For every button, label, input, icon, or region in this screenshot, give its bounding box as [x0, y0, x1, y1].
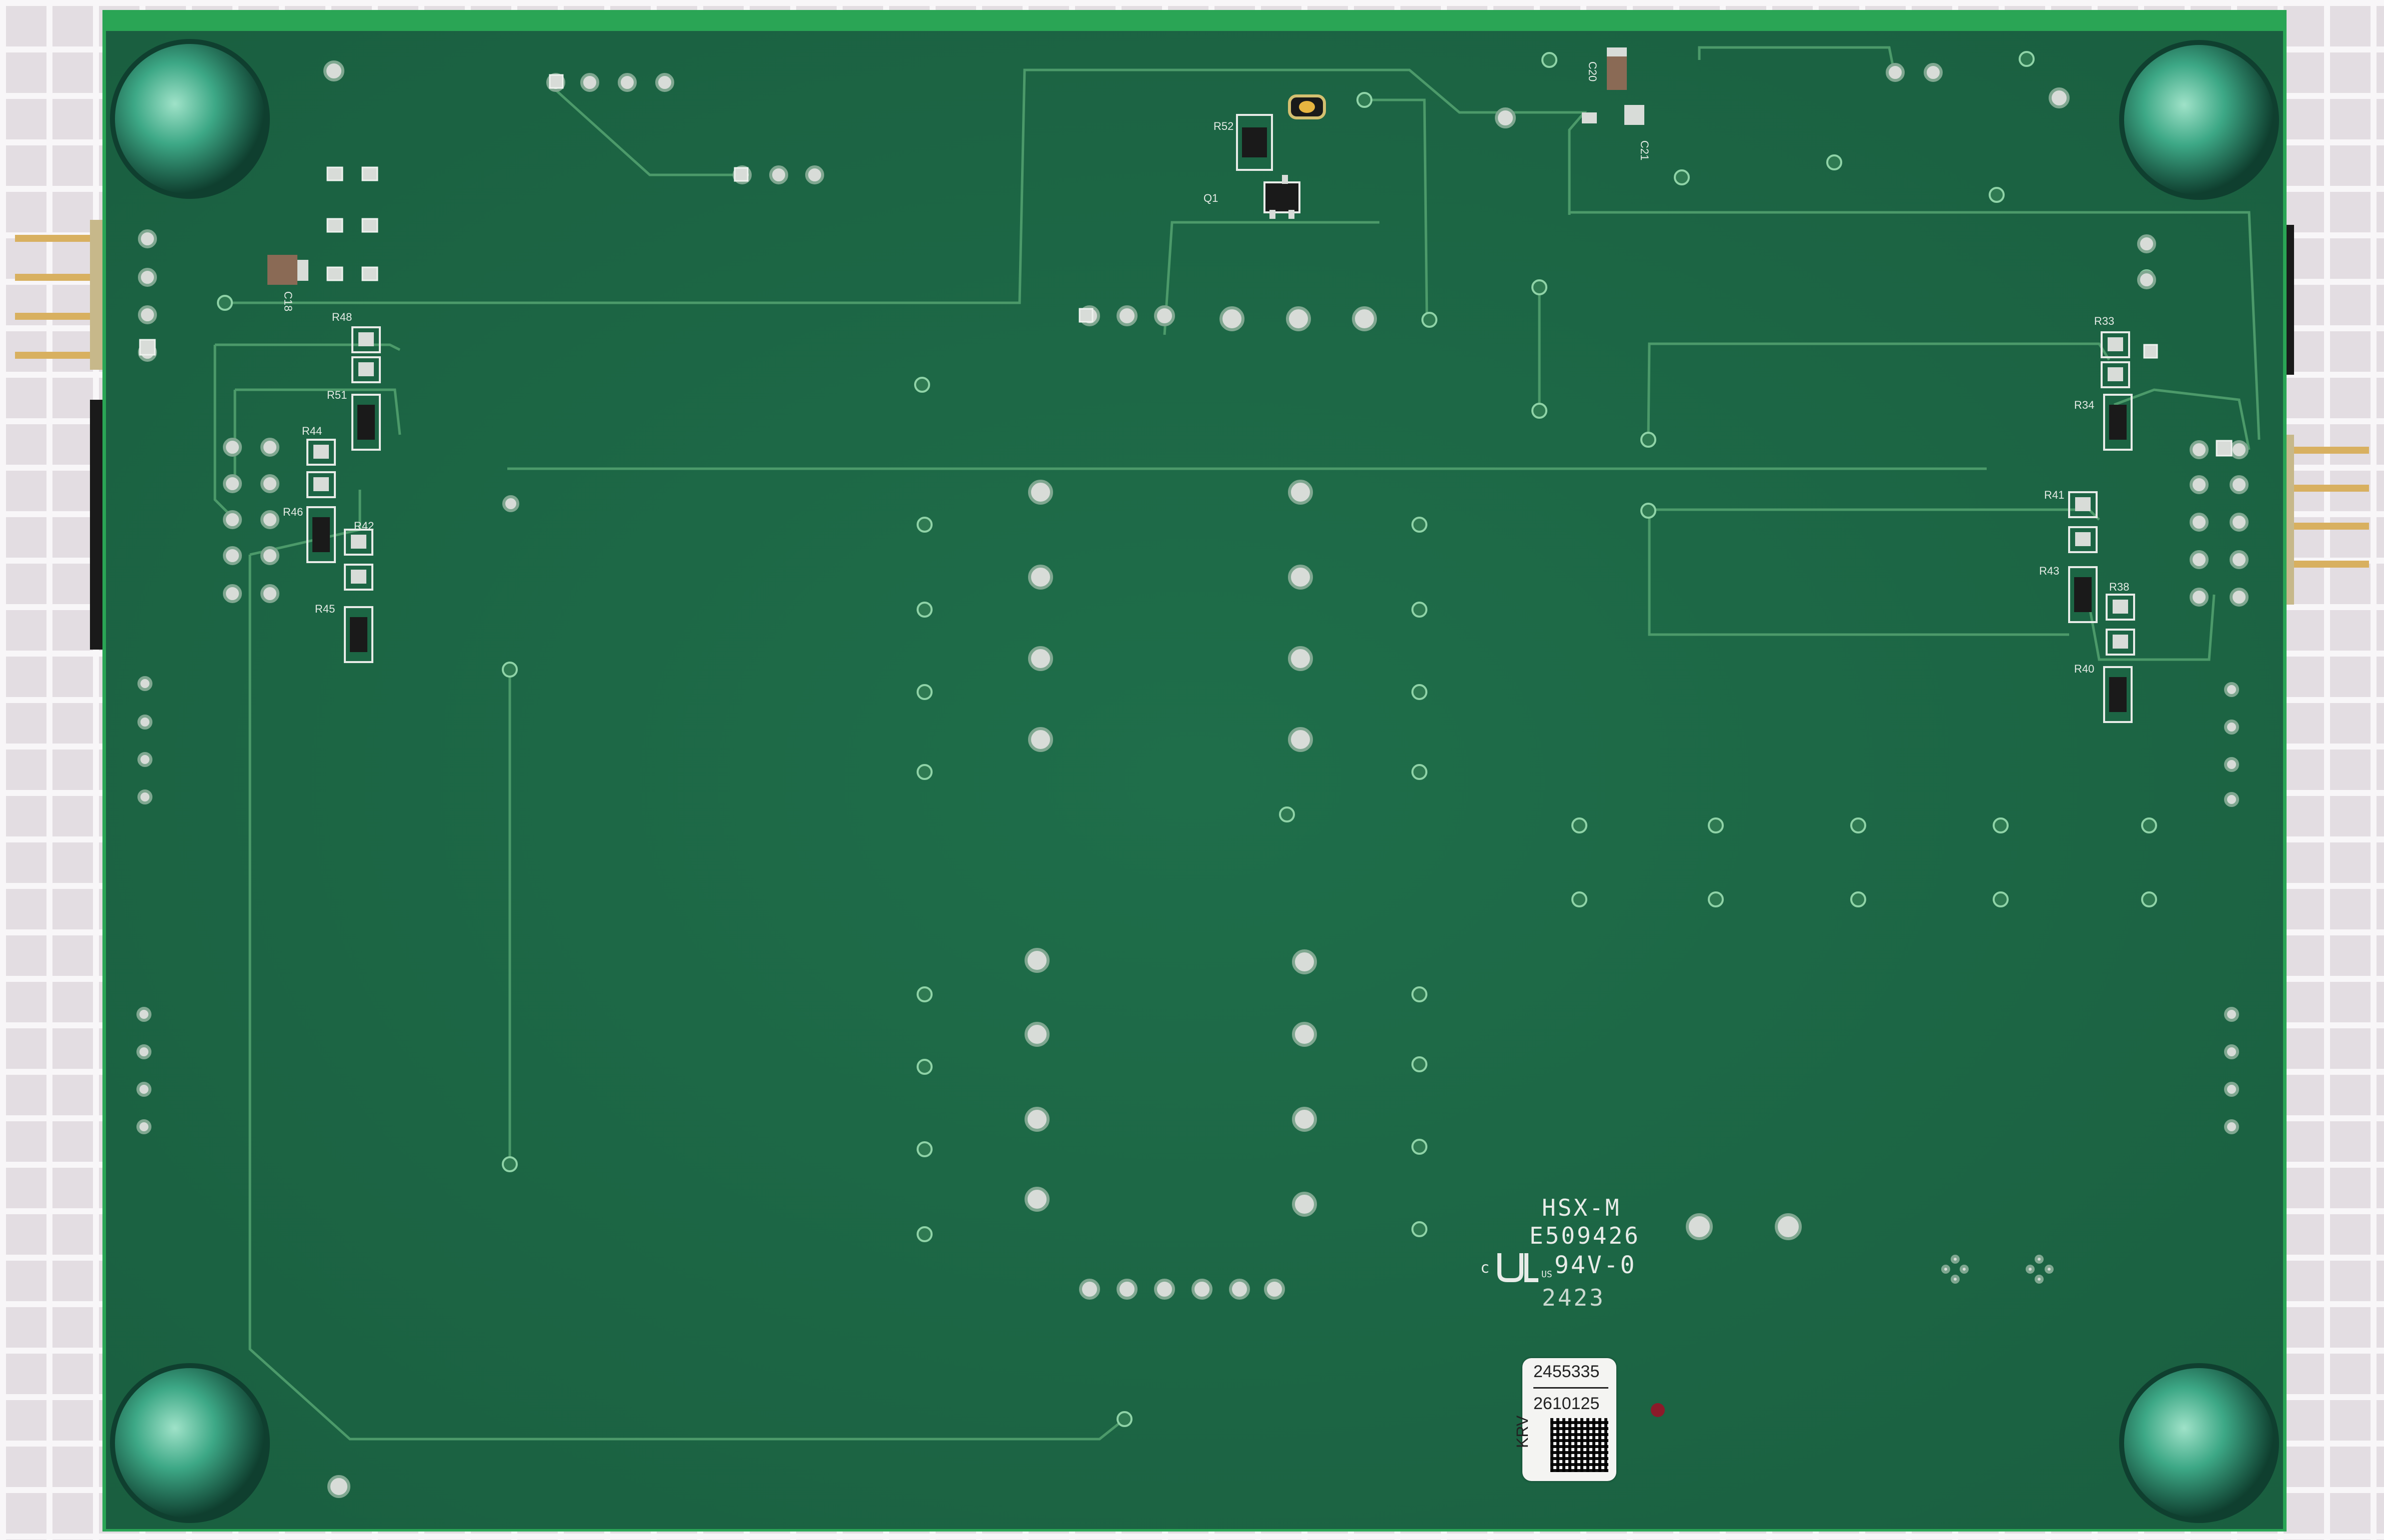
rubber-foot-top-left	[110, 39, 270, 199]
sticker-side-code: KRV	[1513, 1415, 1531, 1448]
capacitor-c20	[1607, 47, 1627, 90]
refdes-c18: C18	[282, 291, 295, 312]
refdes-r48: R48	[332, 311, 352, 323]
rubber-foot-bottom-left	[110, 1363, 270, 1523]
ul-logo-icon	[1497, 1253, 1538, 1282]
sticker-serial-line2: 2610125	[1533, 1394, 1600, 1413]
header-pins-right	[2279, 225, 2369, 605]
ul-c-mark: c	[1480, 1259, 1492, 1277]
through-hole-pads	[136, 60, 2249, 1498]
rubber-foot-top-right	[2119, 40, 2279, 200]
flammability-rating-label: 94V-0	[1554, 1251, 1637, 1279]
refdes-r43: R43	[2039, 565, 2060, 577]
vias	[217, 51, 2157, 1427]
sticker-serial-line1: 2455335	[1533, 1362, 1600, 1381]
refdes-r38: R38	[2109, 581, 2130, 593]
refdes-r44: R44	[302, 425, 322, 437]
refdes-r40: R40	[2074, 663, 2095, 675]
cert-number-label: E509426	[1529, 1222, 1640, 1249]
refdes-r51: R51	[327, 389, 347, 401]
led-component	[1288, 94, 1326, 119]
ul-us-mark: US	[1541, 1269, 1552, 1280]
refdes-q1: Q1	[1203, 192, 1218, 204]
capacitor-c21	[1582, 105, 1644, 125]
refdes-r34: R34	[2074, 399, 2095, 411]
sticker-divider	[1533, 1387, 1608, 1389]
red-dot-mark	[1651, 1403, 1665, 1417]
pcb-body	[106, 31, 2283, 1529]
refdes-r45: R45	[315, 603, 335, 615]
date-code-label: 2423	[1542, 1284, 1605, 1311]
datamatrix-code-icon	[1550, 1418, 1608, 1472]
smd-resistors	[306, 114, 2135, 723]
refdes-r42: R42	[354, 520, 374, 532]
capacitor-c18	[267, 255, 308, 285]
header-pins-left	[15, 220, 105, 650]
refdes-c21: C21	[1638, 140, 1651, 161]
serial-sticker: 2455335 2610125 KRV	[1513, 1358, 1616, 1481]
refdes-r52: R52	[1213, 120, 1234, 132]
transistor-q1	[1263, 175, 1300, 219]
part-number-label: HSX-M	[1542, 1194, 1621, 1221]
rubber-foot-bottom-right	[2119, 1363, 2279, 1523]
smd-pads	[139, 74, 2233, 457]
refdes-c20: C20	[1586, 61, 1599, 82]
refdes-r33: R33	[2094, 315, 2115, 327]
refdes-r46: R46	[283, 506, 303, 518]
refdes-r41: R41	[2044, 489, 2065, 501]
